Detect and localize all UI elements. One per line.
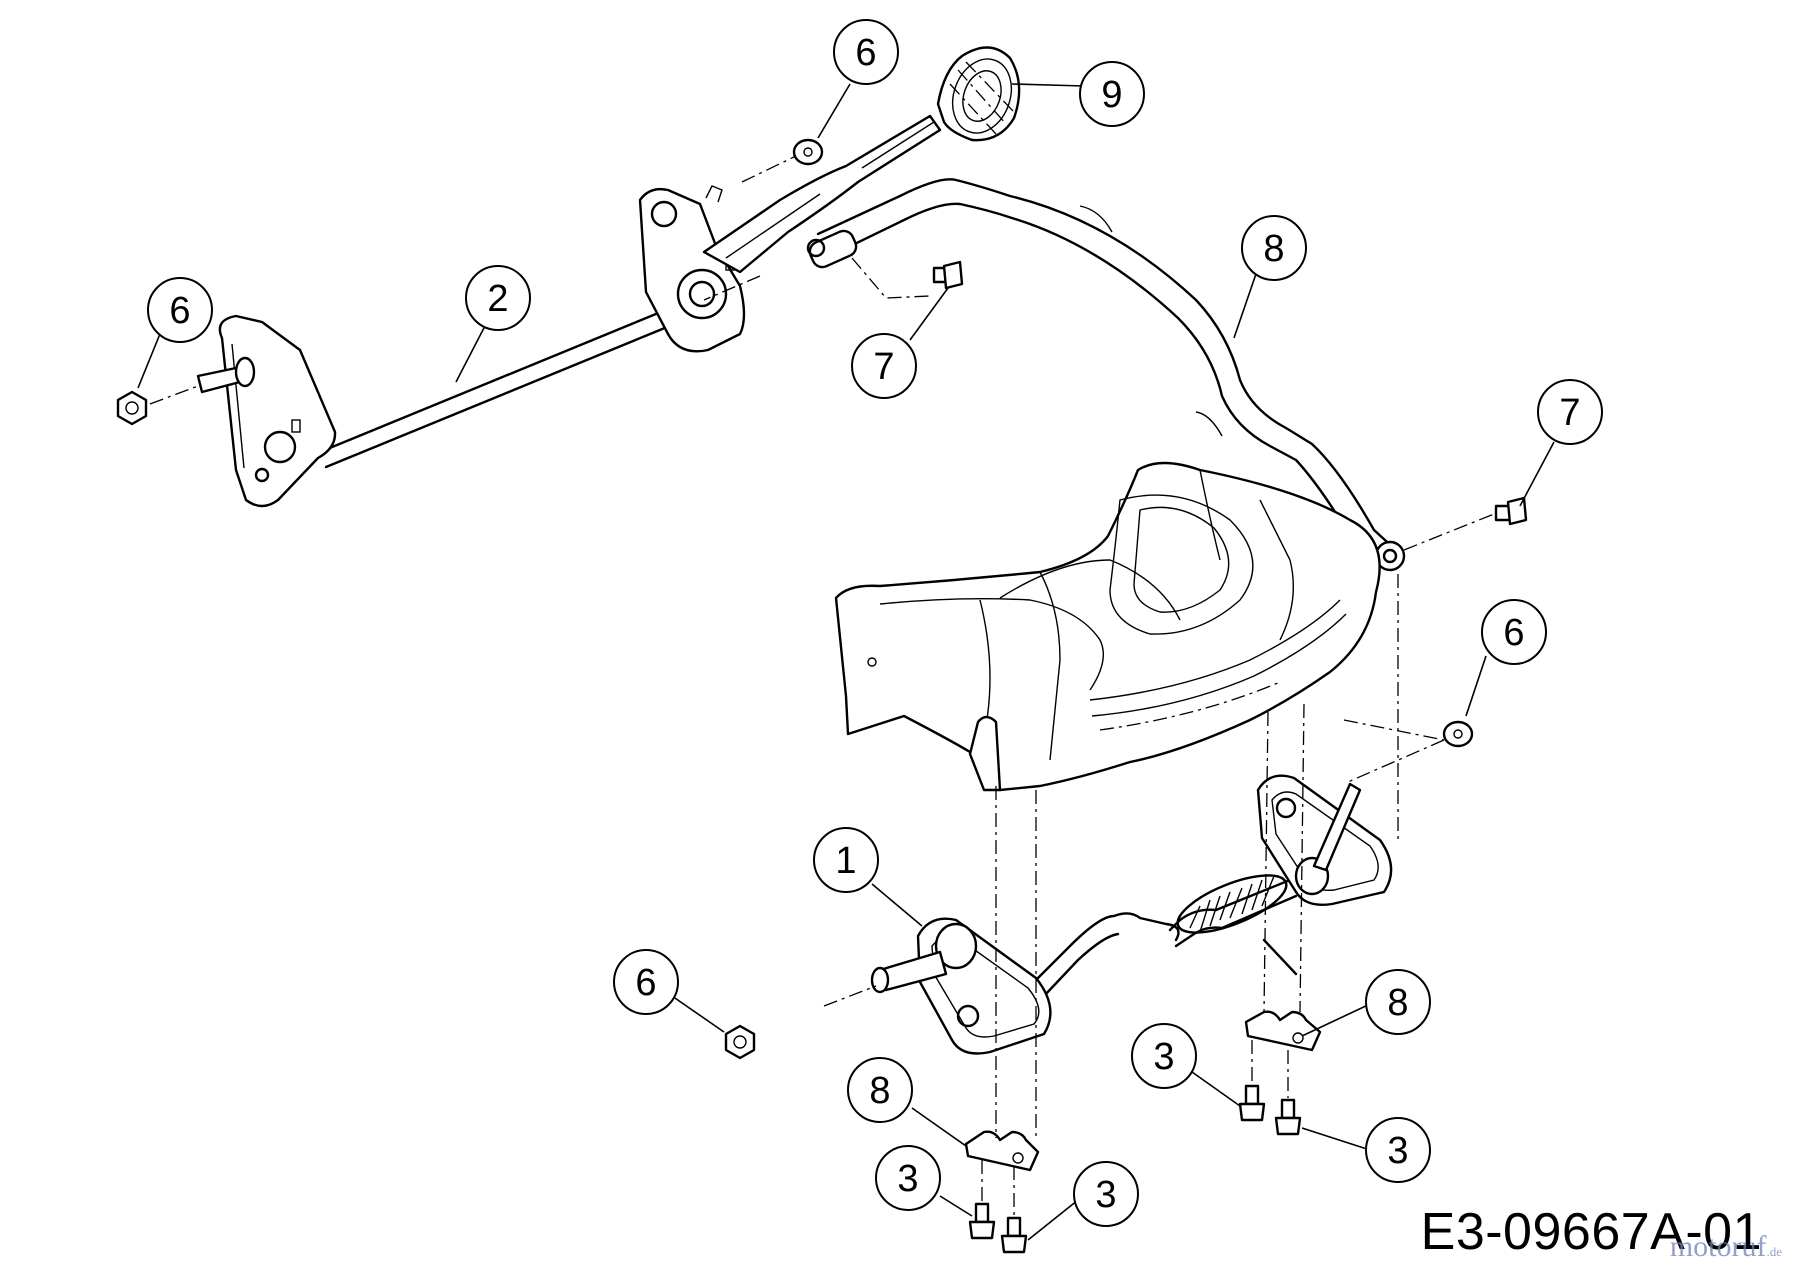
callout-9: 9 <box>1079 61 1145 127</box>
svg-text:8: 8 <box>1263 228 1284 270</box>
svg-text:2: 2 <box>487 278 508 320</box>
part-bolt-c <box>1238 1084 1266 1122</box>
callout-3-upper: 3 <box>1131 1023 1197 1089</box>
svg-text:3: 3 <box>1095 1174 1116 1216</box>
part-rear-axle-assembly <box>870 774 1393 1055</box>
part-bolt-b <box>1000 1216 1028 1254</box>
svg-text:7: 7 <box>1559 392 1580 434</box>
svg-text:3: 3 <box>1387 1130 1408 1172</box>
svg-text:6: 6 <box>169 290 190 332</box>
svg-text:7: 7 <box>873 346 894 388</box>
leader-lines <box>137 83 1555 1241</box>
part-washer-right <box>1442 720 1474 748</box>
part-screw-upper <box>932 260 964 290</box>
callout-7-lower: 8 <box>847 1057 913 1123</box>
callout-6-upper: 7 <box>851 333 917 399</box>
svg-text:3: 3 <box>1153 1036 1174 1078</box>
callout-6-right: 7 <box>1537 379 1603 445</box>
callout-3-lower-left: 3 <box>875 1145 941 1211</box>
part-nut-left <box>116 390 148 426</box>
callout-2: 2 <box>465 265 531 331</box>
watermark-tld: .de <box>1766 1244 1782 1259</box>
part-axle-rod <box>318 298 696 469</box>
part-adjust-knob <box>936 46 1021 142</box>
callout-4-right: 6 <box>1481 599 1547 665</box>
svg-text:6: 6 <box>1503 612 1524 654</box>
svg-text:6: 6 <box>635 962 656 1004</box>
part-left-height-plate <box>196 314 337 508</box>
callout-8: 8 <box>1241 215 1307 281</box>
part-deck-housing <box>834 461 1381 792</box>
part-clip-upper <box>1244 1010 1322 1052</box>
svg-text:8: 8 <box>1387 982 1408 1024</box>
watermark-logo: motoruf.de <box>1670 1230 1782 1264</box>
svg-text:3: 3 <box>897 1158 918 1200</box>
part-clip-lower <box>964 1130 1040 1172</box>
callout-4-lower: 6 <box>613 949 679 1015</box>
svg-text:9: 9 <box>1101 74 1122 116</box>
callout-3-right: 3 <box>1365 1117 1431 1183</box>
callout-7-upper: 8 <box>1365 969 1431 1035</box>
callout-1: 1 <box>813 827 879 893</box>
callout-4-top: 6 <box>833 19 899 85</box>
callout-4-left: 6 <box>147 277 213 343</box>
part-bolt-a <box>968 1202 996 1240</box>
watermark-name: motoruf <box>1669 1230 1767 1263</box>
part-washer-top <box>792 138 824 166</box>
part-adjust-lever <box>702 114 942 274</box>
part-handle-bar <box>806 178 1406 572</box>
part-bolt-d <box>1274 1098 1302 1136</box>
callout-3-lower-right: 3 <box>1073 1161 1139 1227</box>
part-nut-lower <box>724 1024 756 1060</box>
svg-text:8: 8 <box>869 1070 890 1112</box>
svg-text:6: 6 <box>855 32 876 74</box>
assembly-lines <box>149 155 1495 1216</box>
part-lever-bracket <box>638 185 746 353</box>
svg-text:1: 1 <box>835 840 856 882</box>
drawing-code-label: E3-09667A-01 <box>1420 1203 1762 1261</box>
